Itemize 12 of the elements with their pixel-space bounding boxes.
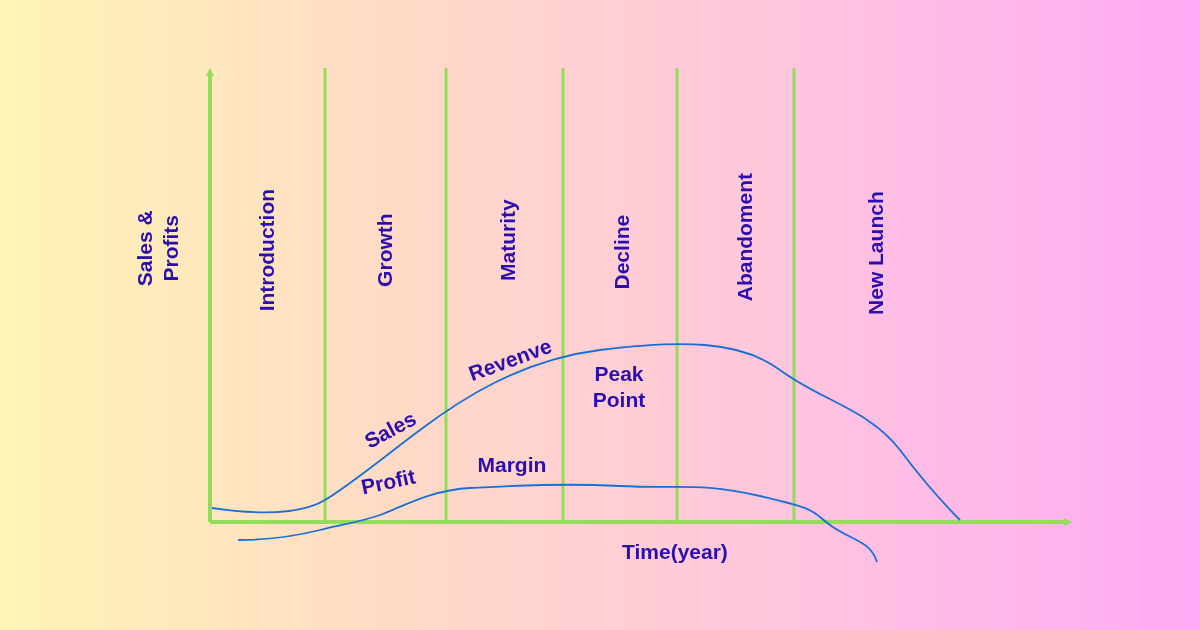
point-label: Peak Point (591, 360, 647, 413)
stage-label: Growth (371, 213, 397, 287)
axis-label: Sales & Profits (131, 208, 183, 288)
stage-label: Maturity (494, 199, 520, 281)
curve-label: Sales (359, 405, 421, 455)
stage-label: New Launch (862, 191, 888, 315)
axis-label: Time(year) (622, 539, 728, 565)
curve-label: Profit (358, 463, 418, 501)
stage-label: Decline (608, 214, 634, 290)
stage-label: Introduction (254, 188, 280, 312)
stage-label: Abandoment (732, 172, 758, 302)
curve-label: Margin (477, 452, 547, 478)
